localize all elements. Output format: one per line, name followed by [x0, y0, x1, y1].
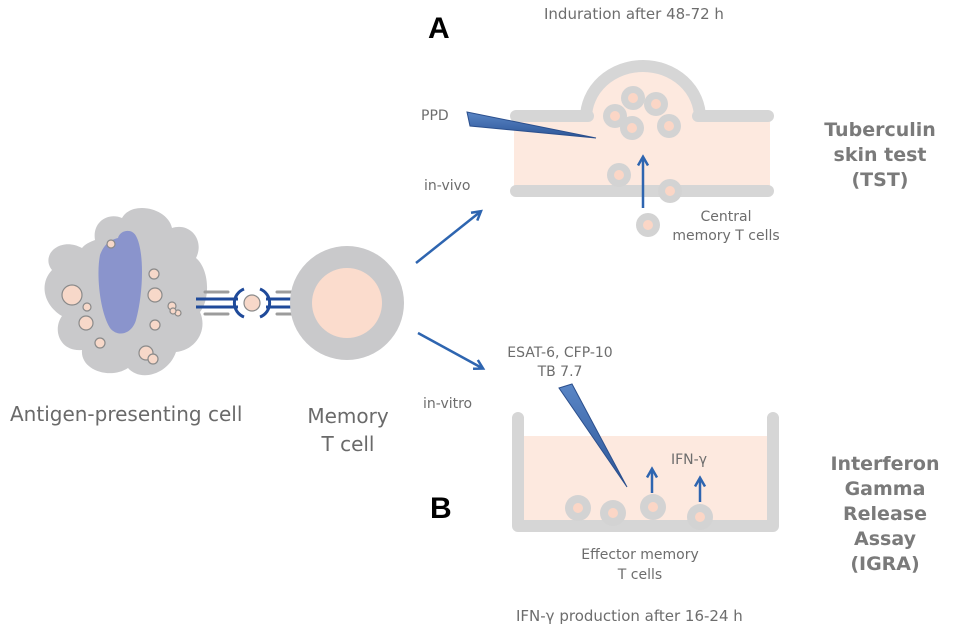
igra-name-line3: Release Assay — [843, 503, 927, 550]
skin-section — [466, 60, 774, 237]
central-memory-line2: memory T cells — [672, 228, 780, 244]
antigen-pipette — [558, 383, 628, 488]
igra-antigens-line1: ESAT-6, CFP-10 — [507, 345, 613, 361]
central-memory-line1: Central — [700, 209, 752, 225]
effector-memory-line2: T cells — [617, 567, 663, 583]
antigen-peptide — [243, 294, 261, 312]
ppd-label: PPD — [421, 108, 449, 124]
arrow-to-tst — [415, 209, 483, 264]
infiltrating-cells — [603, 86, 682, 237]
antigen-presenting-cell — [44, 207, 208, 376]
igra-bottom-caption: IFN-γ production after 16-24 h — [516, 607, 743, 625]
tst-name-line1: Tuberculin — [824, 119, 936, 141]
culture-well — [512, 383, 779, 532]
memory-t-cell — [290, 246, 404, 360]
ppd-needle — [466, 111, 597, 139]
igra-name-line1: Interferon — [830, 453, 940, 475]
effector-memory-line1: Effector memory — [581, 547, 699, 563]
immune-synapse — [196, 287, 308, 319]
memory-t-cell-line1: Memory — [307, 404, 389, 428]
panel-b-letter: B — [430, 492, 452, 525]
effector-memory-label: Effector memory T cells — [570, 545, 710, 585]
central-memory-label: Central memory T cells — [666, 208, 786, 246]
panel-a-letter: A — [428, 12, 450, 45]
tst-top-caption: Induration after 48-72 h — [544, 5, 724, 23]
igra-antigens-line2: TB 7.7 — [537, 364, 583, 380]
igra-name: Interferon Gamma Release Assay (IGRA) — [810, 452, 960, 577]
igra-name-line4: (IGRA) — [850, 553, 920, 575]
tst-name-line2: skin test (TST) — [833, 144, 927, 191]
nucleus — [98, 230, 142, 334]
in-vivo-label: in-vivo — [424, 178, 471, 194]
ifn-gamma-label: IFN-γ — [671, 452, 707, 468]
arrow-to-igra — [417, 331, 486, 371]
memory-t-cell-line2: T cell — [321, 432, 375, 456]
apc-label: Antigen-presenting cell — [10, 402, 243, 426]
effector-cells — [565, 494, 713, 530]
tst-name: Tuberculin skin test (TST) — [805, 118, 955, 193]
memory-t-cell-label: Memory T cell — [290, 402, 406, 458]
in-vitro-label: in-vitro — [423, 396, 473, 412]
igra-antigens-label: ESAT-6, CFP-10 TB 7.7 — [490, 344, 630, 382]
vesicles — [61, 239, 182, 365]
igra-name-line2: Gamma — [844, 478, 926, 500]
well-walls — [512, 412, 779, 532]
